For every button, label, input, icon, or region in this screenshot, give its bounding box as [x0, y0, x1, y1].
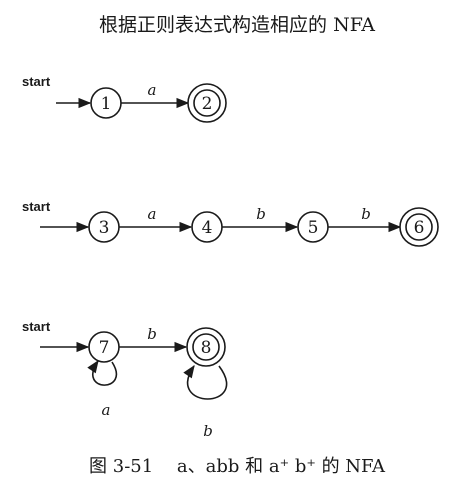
state-7-label: 7 [99, 338, 110, 358]
figure-caption: 图 3-51 a、abb 和 a⁺ b⁺ 的 NFA [89, 456, 386, 477]
edge-5-6-label: b [361, 205, 371, 223]
start-label-3: start [22, 319, 51, 334]
edge-7-8-label: b [147, 325, 157, 343]
loop-7 [87, 359, 118, 386]
state-6-label: 6 [414, 218, 425, 238]
edge-4-5-label: b [256, 205, 266, 223]
state-1-label: 1 [101, 94, 112, 114]
state-8-inner [192, 333, 220, 361]
start-label-2: start [22, 199, 51, 214]
state-2-label: 2 [202, 94, 213, 114]
loop-7-label: a [102, 401, 111, 419]
state-2-inner [193, 89, 221, 117]
state-4-label: 4 [202, 218, 213, 238]
state-8-label: 8 [201, 338, 212, 358]
edge-1-2-label: a [148, 81, 157, 99]
nfa-a-plus-b-plus: start a 7 b b 8 [22, 319, 228, 440]
nfa-abb: start 3 a 4 b 5 b 6 [22, 199, 439, 247]
start-label-1: start [22, 74, 51, 89]
state-6-inner [405, 213, 433, 241]
state-5-label: 5 [308, 218, 319, 238]
edge-3-4-label: a [148, 205, 157, 223]
loop-8-label: b [203, 422, 213, 440]
state-3-label: 3 [99, 218, 110, 238]
diagram-title: 根据正则表达式构造相应的 NFA [99, 14, 375, 36]
loop-8 [183, 364, 228, 400]
nfa-a: start 1 a 2 [22, 74, 227, 123]
